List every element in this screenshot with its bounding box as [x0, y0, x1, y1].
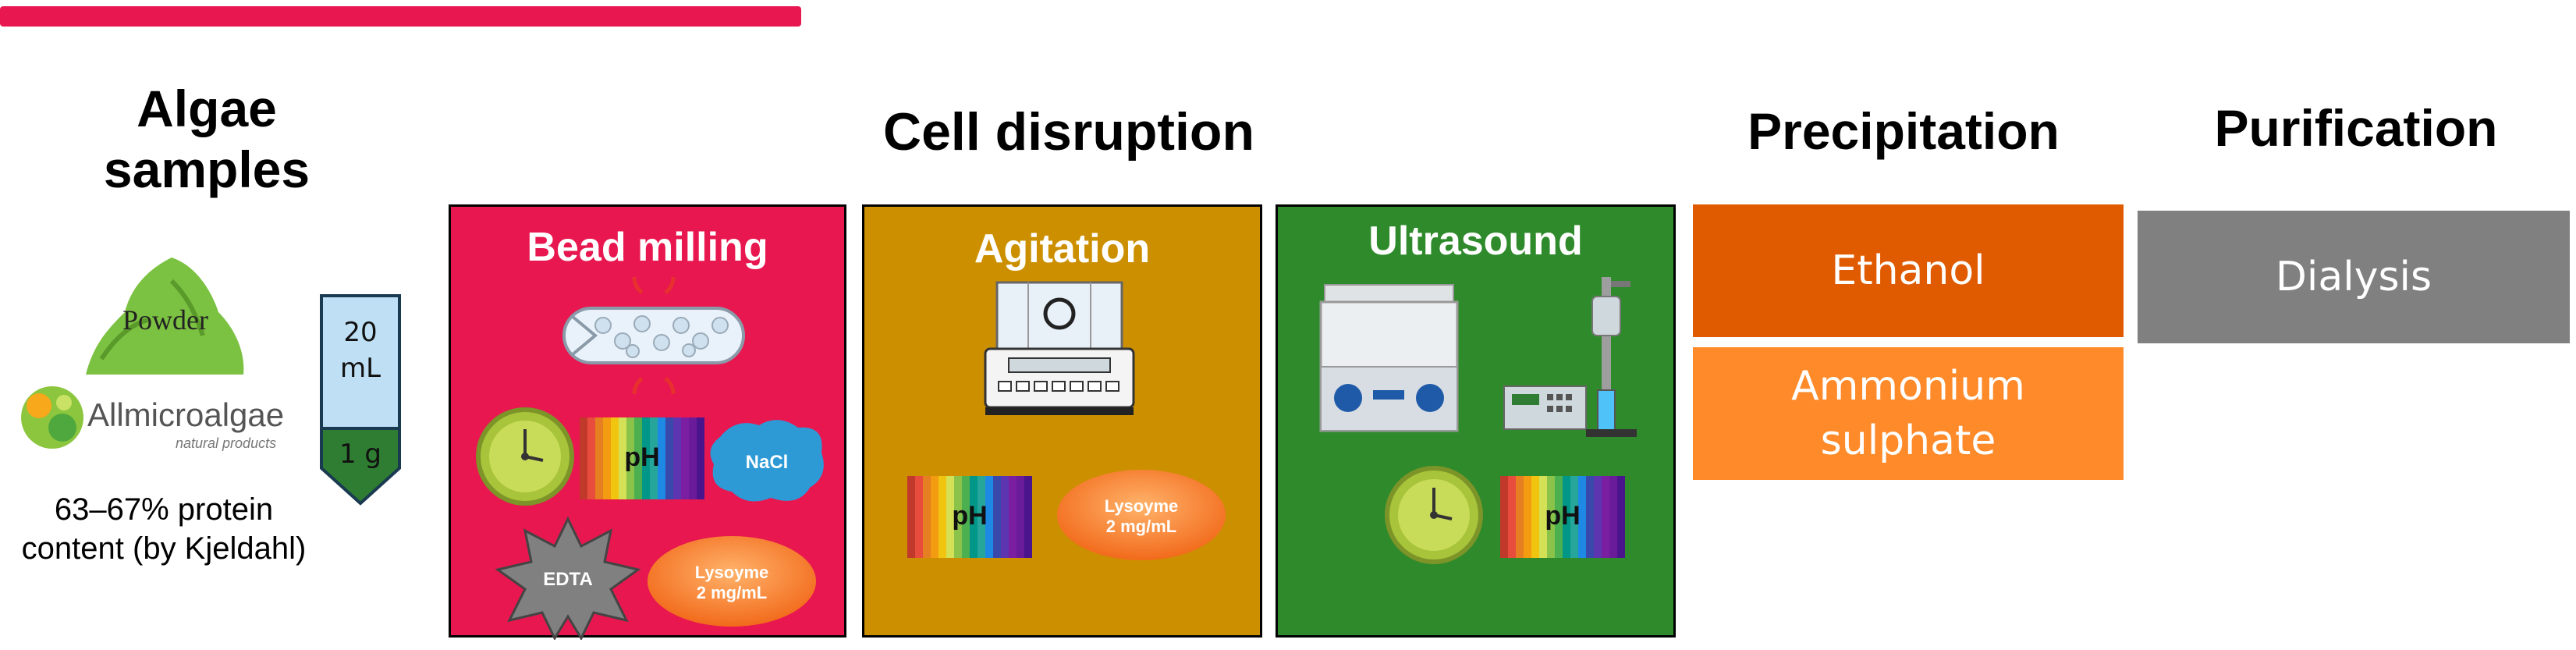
bead-milling-panel: Bead milling pH NaCl [449, 204, 846, 640]
heading-precipitation: Precipitation [1747, 102, 2060, 160]
ph-strips-icon: pH [907, 476, 1032, 558]
sample-tube-icon: 20 mL 1 g [320, 294, 401, 506]
powder-label: Powder [122, 304, 208, 336]
lysozyme-ellipse: Lysoyme 2 mg/mL [1057, 470, 1226, 560]
nacl-blob: NaCl [710, 420, 824, 502]
ph-strips-icon: pH [1500, 476, 1625, 558]
tube-mass-label: 1 g [339, 439, 381, 470]
protein-content: 63–67% protein content (by Kjeldahl) [0, 490, 328, 568]
ammonium-sulphate-box: Ammonium sulphate [1693, 347, 2124, 480]
edta-label: EDTA [543, 569, 593, 590]
agitation-title: Agitation [974, 226, 1151, 272]
tube-volume-line2: mL [340, 353, 381, 384]
tube-volume-line1: 20 [343, 317, 377, 348]
ammonium-line1: Ammonium [1791, 362, 2025, 410]
clock-icon [476, 407, 574, 506]
sonicator-probe-icon [1503, 277, 1637, 437]
heading-algae-line1: Algae [137, 80, 277, 137]
powder-pile-icon: Powder [86, 258, 244, 375]
brand-logo-icon [21, 386, 83, 449]
bead-mill-tube-icon [562, 277, 745, 394]
shaker-icon [984, 281, 1135, 415]
clock-icon [1385, 466, 1483, 564]
bead-milling-title: Bead milling [527, 225, 768, 270]
ph-label: pH [1545, 501, 1580, 531]
brand-name: Allmicroalgae [87, 396, 285, 433]
heading-algae-line2: samples [103, 140, 310, 198]
edta-star: EDTA [495, 516, 641, 640]
ph-label: pH [952, 501, 987, 531]
ethanol-box: Ethanol [1693, 204, 2124, 337]
lysozyme-line2: 2 mg/mL [1106, 517, 1176, 536]
lysozyme-line2: 2 mg/mL [697, 583, 767, 602]
heading-purification: Purification [2214, 99, 2498, 157]
nacl-label: NaCl [746, 452, 789, 473]
protein-line2: content (by Kjeldahl) [21, 531, 307, 566]
ph-strips-icon: pH [580, 417, 704, 499]
ph-strip-bars [1500, 476, 1625, 558]
ph-strip-bars [907, 476, 1032, 558]
lysozyme-line1: Lysoyme [695, 563, 769, 582]
accent-bar [0, 6, 801, 27]
dialysis-box: Dialysis [2138, 211, 2570, 343]
ethanol-label: Ethanol [1831, 247, 1985, 294]
heading-algae-samples: Algae samples [47, 78, 367, 200]
protein-line1: 63–67% protein [54, 492, 274, 527]
ammonium-line2: sulphate [1820, 417, 1996, 464]
ultrasound-panel: Ultrasound [1276, 204, 1676, 638]
lysozyme-line1: Lysoyme [1105, 496, 1179, 516]
lysozyme-ellipse: Lysoyme 2 mg/mL [648, 536, 816, 627]
ultrasonic-bath-icon [1319, 284, 1459, 432]
agitation-panel: Agitation pH [862, 204, 1262, 638]
ultrasound-title: Ultrasound [1368, 218, 1583, 264]
ph-label: pH [624, 442, 659, 472]
heading-cell-disruption: Cell disruption [883, 102, 1254, 162]
ph-strip-bars [580, 417, 704, 499]
brand-tagline: natural products [176, 435, 277, 451]
dialysis-label: Dialysis [2275, 253, 2432, 300]
